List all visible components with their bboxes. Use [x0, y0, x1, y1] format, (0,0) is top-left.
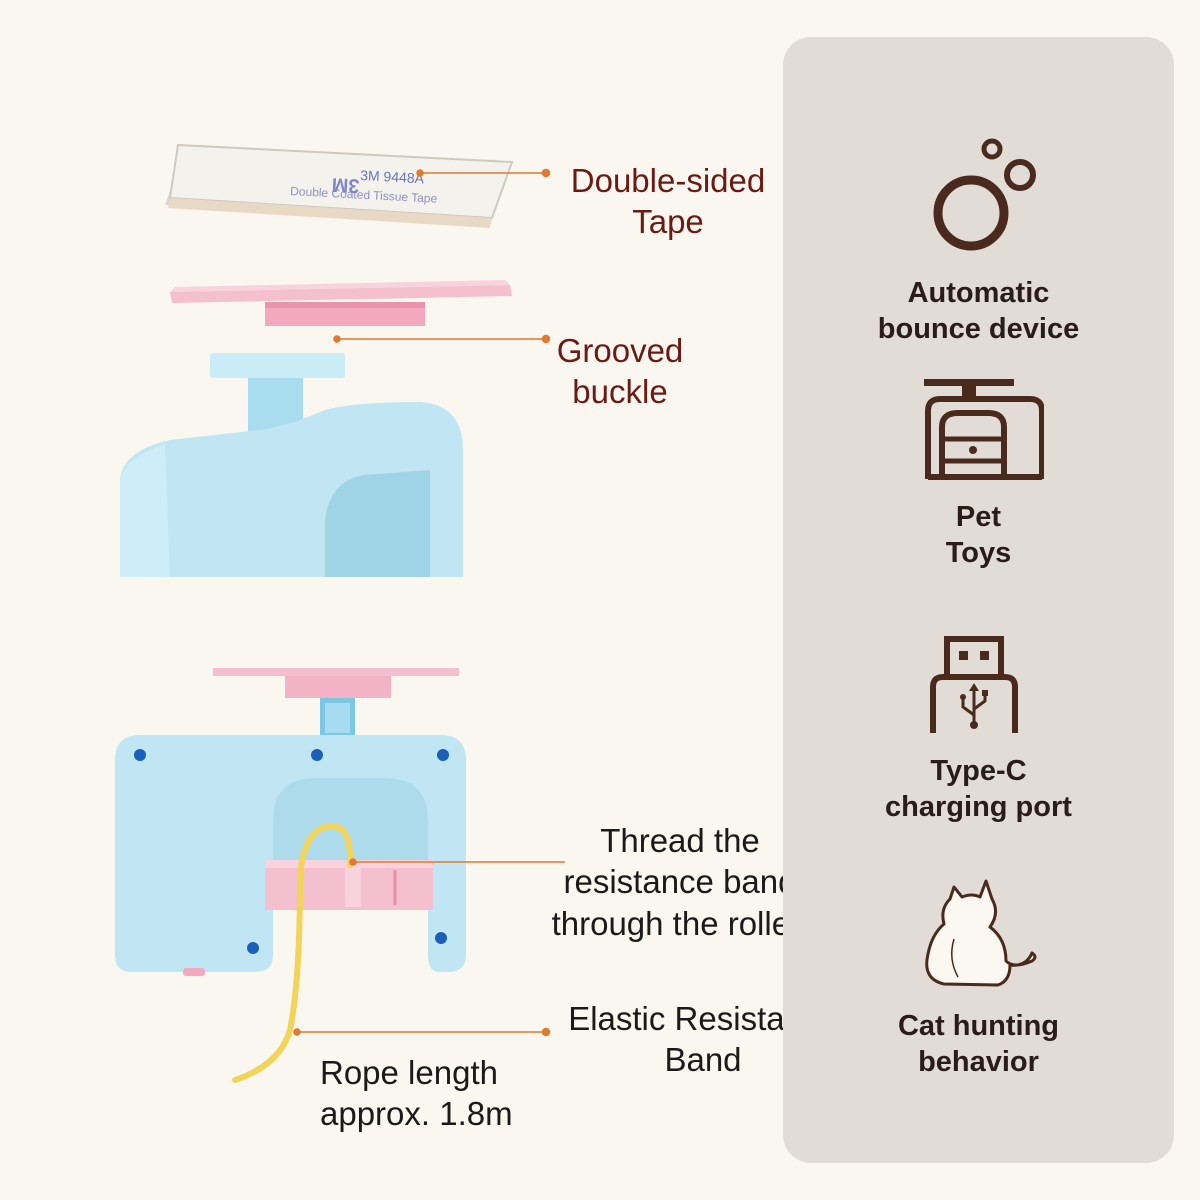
feature-auto-bounce-line-2: bounce device	[877, 313, 1080, 345]
grooved-buckle-bottom	[213, 668, 459, 738]
elastic-rope	[232, 823, 354, 1083]
callout-buckle: Grooved buckle	[530, 330, 710, 413]
feature-type-c-line-1: Type-C	[930, 755, 1027, 787]
callout-buckle-line-1: Grooved	[556, 332, 684, 369]
svg-text:3M: 3M	[331, 173, 360, 196]
usb-port-icon	[929, 636, 1018, 733]
feature-pet-toys: Pet Toys	[783, 377, 1174, 571]
device-top-unit	[120, 353, 463, 577]
tape-pad: 3M 9448A Double Coated Tissue Tape 3M	[165, 143, 514, 228]
leader-lines	[293, 168, 565, 1037]
callout-tape: Double-sided Tape	[548, 160, 788, 243]
callout-tape-line-2: Tape	[632, 203, 704, 241]
feature-cat-hunting-line-2: behavior	[918, 1046, 1039, 1078]
callout-thread-line-2: resistance band	[563, 863, 797, 901]
feature-panel: Automatic bounce device Pet Toys	[783, 37, 1174, 1163]
feature-pet-toys-line-2: Toys	[945, 537, 1012, 569]
grooved-buckle-top	[170, 280, 512, 326]
feature-type-c: Type-C charging port	[783, 635, 1174, 825]
product-illustration: 3M 9448A Double Coated Tissue Tape 3M	[115, 143, 838, 1135]
feature-type-c-line-2: charging port	[885, 791, 1072, 823]
feature-auto-bounce-line-1: Automatic	[907, 277, 1050, 309]
feature-cat-hunting: Cat hunting behavior	[783, 869, 1174, 1080]
tape-print-text: 3M 9448A	[360, 167, 425, 186]
feature-auto-bounce: Automatic bounce device	[783, 137, 1174, 347]
callout-rope-line-1: Rope length	[320, 1054, 498, 1091]
feature-pet-toys-line-1: Pet	[955, 501, 1002, 533]
cat-silhouette-icon	[924, 879, 1036, 987]
callout-rope-line-2: approx. 1.8m	[320, 1095, 513, 1133]
callout-thread-line-1: Thread the	[600, 822, 760, 859]
desk-icon	[923, 379, 1044, 480]
bubbles-icon	[933, 138, 1036, 251]
callout-thread: Thread the resistance band through the r…	[530, 820, 830, 944]
product-drawing: 3M 9448A Double Coated Tissue Tape 3M	[115, 143, 565, 1083]
callout-thread-line-3: through the roller.	[551, 904, 809, 942]
device-front-view	[115, 735, 466, 976]
callout-tape-line-1: Double-sided	[570, 162, 766, 199]
callout-elastic-line-2: Band	[664, 1041, 742, 1079]
feature-cat-hunting-line-1: Cat hunting	[897, 1010, 1060, 1042]
callout-buckle-line-2: buckle	[572, 373, 668, 411]
callout-rope: Rope length approx. 1.8m	[320, 1052, 560, 1135]
